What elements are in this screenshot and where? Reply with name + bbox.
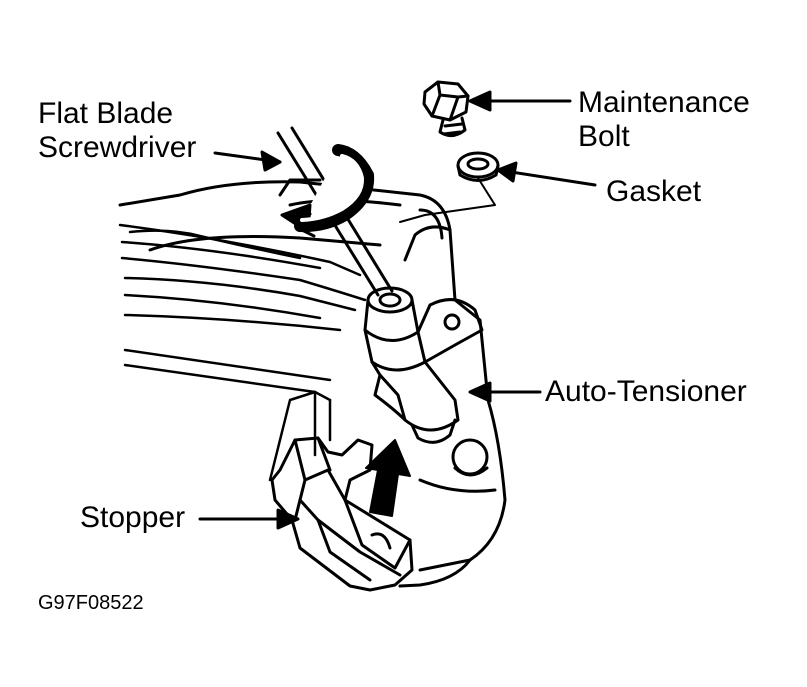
bolt-label: Maintenance Bolt <box>578 86 750 154</box>
gasket-label: Gasket <box>606 175 702 208</box>
rotation-arrow-icon <box>280 144 375 238</box>
gasket <box>456 151 500 182</box>
belt-lines <box>118 223 367 482</box>
bolt-axis-line <box>399 177 496 223</box>
bolt-label-line1: Maintenance <box>578 86 750 119</box>
auto-tensioner-body <box>363 286 484 444</box>
screwdriver-label-line2: Screwdriver <box>38 131 197 164</box>
tensioner-label: Auto-Tensioner <box>545 375 747 408</box>
maintenance-bolt <box>422 80 470 137</box>
screwdriver-label: Flat Blade Screwdriver <box>38 97 196 165</box>
leader-lines <box>198 90 597 530</box>
figure-code: G97F08522 <box>38 592 144 614</box>
push-arrow-icon <box>365 439 411 517</box>
bolt-label-line2: Bolt <box>578 120 630 153</box>
stopper-label: Stopper <box>80 501 186 534</box>
screwdriver-label-line1: Flat Blade <box>38 97 174 130</box>
